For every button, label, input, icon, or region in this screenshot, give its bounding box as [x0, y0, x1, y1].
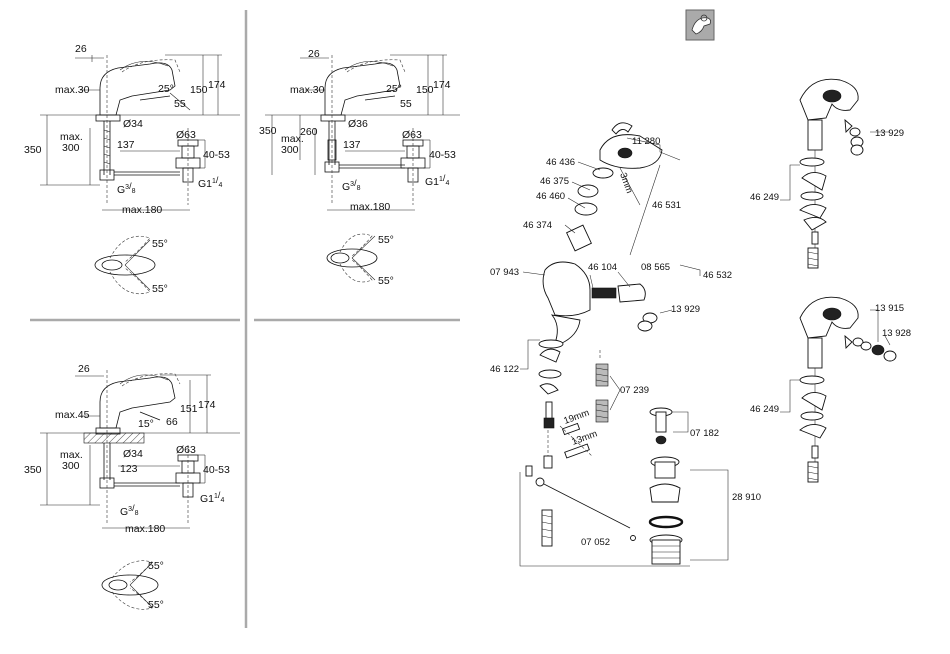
dim-g1-thread: G11/4	[425, 173, 449, 188]
dim-dia36: Ø36	[348, 118, 368, 130]
dim-max30: max.30	[55, 84, 90, 96]
dim-350: 350	[24, 464, 42, 476]
part-28910: 28 910	[732, 492, 761, 503]
part-07943: 07 943	[490, 267, 519, 278]
dim-350: 350	[24, 144, 42, 156]
dim-max180: max.180	[125, 523, 165, 535]
dim-g1-thread: G11/4	[198, 175, 222, 190]
dim-max180: max.180	[350, 201, 390, 213]
part-46122: 46 122	[490, 364, 519, 375]
dim-dia63: Ø63	[402, 129, 422, 141]
variant-top-part-46249: 46 249	[750, 192, 779, 203]
variant-bottom-part-13915: 13 915	[875, 303, 904, 314]
part-46104: 46 104	[588, 262, 617, 273]
dim-angle: 15°	[138, 418, 154, 430]
part-46460: 46 460	[536, 191, 565, 202]
dim-dia63: Ø63	[176, 129, 196, 141]
dim-174: 174	[208, 79, 226, 91]
variant-top-part-13929: 13 929	[875, 128, 904, 139]
dim-max30: max.30	[290, 84, 325, 96]
variant-bottom-part-13928: 13 928	[882, 328, 911, 339]
dim-300: 300	[62, 460, 80, 472]
dim-151: 151	[180, 403, 198, 415]
dim-26: 26	[75, 43, 87, 55]
part-08565: 08 565	[641, 262, 670, 273]
plan-view-a: 55° 55°	[94, 235, 168, 295]
part-07239: 07 239	[620, 385, 649, 396]
dim-max45: max.45	[55, 409, 90, 421]
dim-dia34: Ø34	[123, 448, 143, 460]
part-46436: 46 436	[546, 157, 575, 168]
exploded-parts-view: 11 280 46 436 46 375 46 531 46 460 46 37…	[490, 122, 761, 567]
dim-55: 55	[400, 98, 412, 110]
dim-40-53: 40-53	[203, 149, 230, 161]
part-07182: 07 182	[690, 428, 719, 439]
dim-300: 300	[62, 142, 80, 154]
part-07052: 07 052	[581, 537, 610, 548]
part-11280: 11 280	[632, 136, 660, 147]
dim-55: 55	[174, 98, 186, 110]
dim-350: 350	[259, 125, 277, 137]
dim-angle: 25°	[386, 83, 402, 95]
dim-26: 26	[78, 363, 90, 375]
angle-55-top: 55°	[152, 238, 168, 250]
faucet-spray-icon	[685, 9, 715, 41]
variant-top-exploded: 13 929 46 249	[750, 78, 904, 269]
dim-g-thread: G3/8	[342, 178, 361, 193]
angle-55-top: 55°	[378, 234, 394, 246]
size-3mm: 3mm	[617, 171, 635, 195]
dim-260: 260	[300, 126, 318, 138]
variant-bottom-exploded: 13 915 13 928 46 249	[750, 296, 911, 483]
dim-dia63: Ø63	[176, 444, 196, 456]
part-46532: 46 532	[703, 270, 732, 281]
dim-max180: max.180	[122, 204, 162, 216]
angle-55-bottom: 55°	[378, 275, 394, 287]
dim-max: max.	[60, 131, 83, 143]
dim-174: 174	[433, 79, 451, 91]
panel-c-installation-drawing: 26 151 174 max.45 15° 66 max. 300 350 Ø3…	[24, 363, 240, 611]
dim-137: 137	[117, 139, 135, 151]
angle-55-bottom: 55°	[148, 599, 164, 611]
panel-b-installation-drawing: 26 max.30 25° 150 174 55 350 260 max. 30…	[259, 48, 460, 287]
plan-view-c: 55° 55°	[101, 560, 164, 611]
dim-max: max.	[281, 133, 304, 145]
variant-bottom-part-46249: 46 249	[750, 404, 779, 415]
dim-g1-thread: G11/4	[200, 490, 224, 505]
dim-angle: 25°	[158, 83, 174, 95]
dim-40-53: 40-53	[203, 464, 230, 476]
dim-g-thread: G3/8	[120, 503, 139, 518]
part-46531: 46 531	[652, 200, 681, 211]
angle-55-top: 55°	[148, 560, 164, 572]
dim-g-thread: G3/8	[117, 181, 136, 196]
plan-view-b: 55° 55°	[326, 233, 394, 287]
dim-174: 174	[198, 399, 216, 411]
panel-a-installation-drawing: 26 max.30 25° 150 174 55 max. 300 350 Ø3…	[24, 43, 240, 295]
dim-26: 26	[308, 48, 320, 60]
dim-137: 137	[343, 139, 361, 151]
dim-dia34: Ø34	[123, 118, 143, 130]
dim-123: 123	[120, 463, 138, 475]
part-46375: 46 375	[540, 176, 569, 187]
part-13929: 13 929	[671, 304, 700, 315]
dim-40-53: 40-53	[429, 149, 456, 161]
dim-66: 66	[166, 416, 178, 428]
dim-150: 150	[416, 84, 434, 96]
panel-separators	[30, 10, 460, 628]
angle-55-bottom: 55°	[152, 283, 168, 295]
dim-300: 300	[281, 144, 299, 156]
part-46374: 46 374	[523, 220, 552, 231]
dim-max: max.	[60, 449, 83, 461]
dim-150: 150	[190, 84, 208, 96]
